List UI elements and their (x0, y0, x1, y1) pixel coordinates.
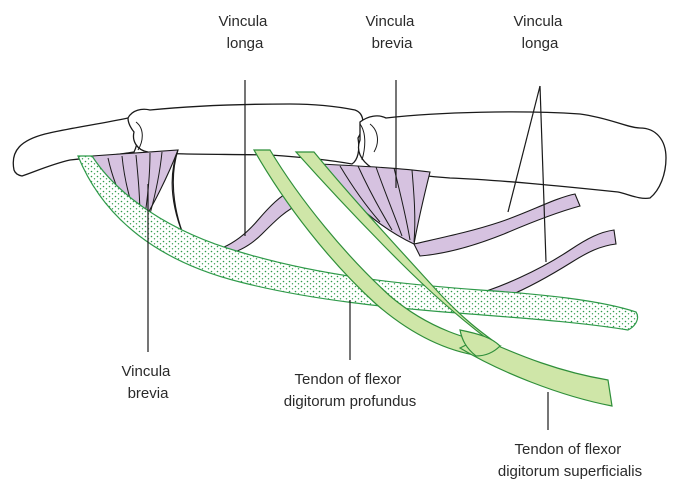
label-vincula-longa-left: Vincula longa (218, 13, 271, 52)
label-vincula-longa-left-line2: longa (227, 35, 264, 52)
label-vincula-brevia-top-line2: brevia (372, 35, 414, 52)
label-tendon-fds-line1: Tendon of flexor (515, 441, 622, 458)
label-vincula-brevia-top: Vincula brevia (365, 13, 418, 52)
label-vincula-longa-right: Vincula longa (513, 13, 566, 52)
label-tendon-fdp-line1: Tendon of flexor (295, 371, 402, 388)
label-vincula-brevia-bottom-line2: brevia (128, 385, 170, 402)
label-vincula-brevia-bottom: Vincula brevia (121, 363, 174, 402)
vincula-longa-proximal-upper (414, 194, 580, 256)
label-tendon-fds-line2: digitorum superficialis (498, 463, 642, 480)
label-tendon-fds: Tendon of flexor digitorum superficialis (498, 441, 642, 480)
label-vincula-longa-right-line1: Vincula (513, 13, 563, 30)
label-vincula-brevia-bottom-line1: Vincula (121, 363, 171, 380)
label-vincula-brevia-top-line1: Vincula (365, 13, 415, 30)
label-vincula-longa-left-line1: Vincula (218, 13, 268, 30)
label-vincula-longa-right-line2: longa (522, 35, 559, 52)
label-tendon-fdp-line2: digitorum profundus (284, 393, 417, 410)
label-tendon-fdp: Tendon of flexor digitorum profundus (284, 371, 417, 410)
